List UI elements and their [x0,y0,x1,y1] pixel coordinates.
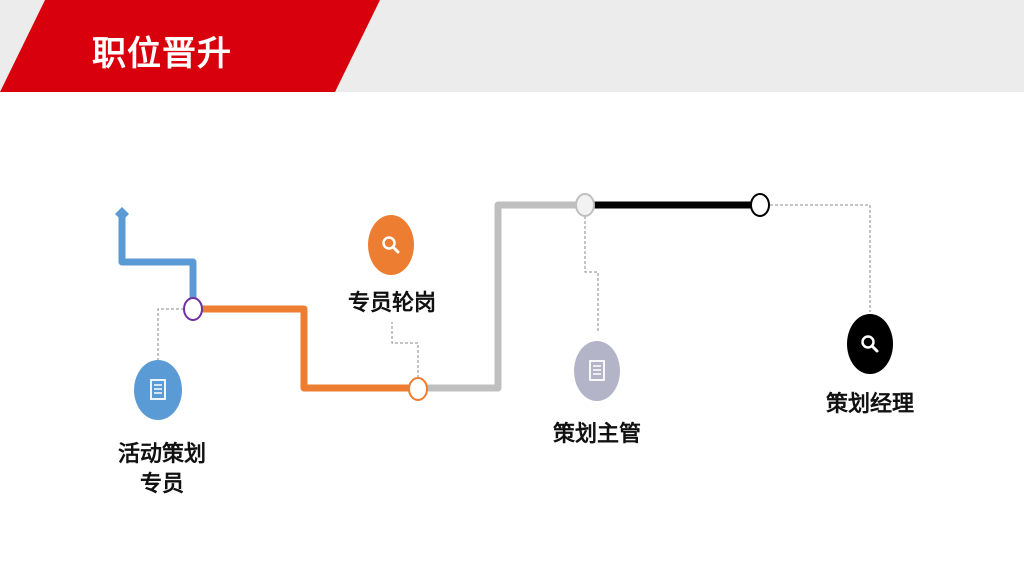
page-title: 职位晋升 [92,34,232,74]
step-3-icon-circle [574,341,620,401]
document-icon [150,379,166,400]
step-4-label: 策划经理 [825,392,915,417]
step-3-label: 策划主管 [552,422,642,447]
step-4-icon-circle [847,314,893,374]
node-1 [183,297,203,321]
document-icon [589,360,605,381]
gray-path [427,201,576,392]
search-icon [861,335,879,353]
step-1-label-line1: 活动策划 [117,442,207,467]
step-1-label: 活动策划 专员 [118,440,206,500]
node-3 [575,193,595,217]
arrow-up-icon [115,207,129,218]
step-2-icon-circle [368,215,414,275]
node-2 [408,377,428,401]
node-4 [750,193,770,217]
step-1-label-line2: 专员 [139,472,185,497]
step-2-label: 专员轮岗 [347,291,437,316]
search-icon [382,236,400,254]
dashed-connectors [157,204,871,378]
header-accent [0,0,380,92]
step-1-icon-circle [134,360,182,420]
blue-path [118,216,197,300]
orange-path [202,305,409,392]
